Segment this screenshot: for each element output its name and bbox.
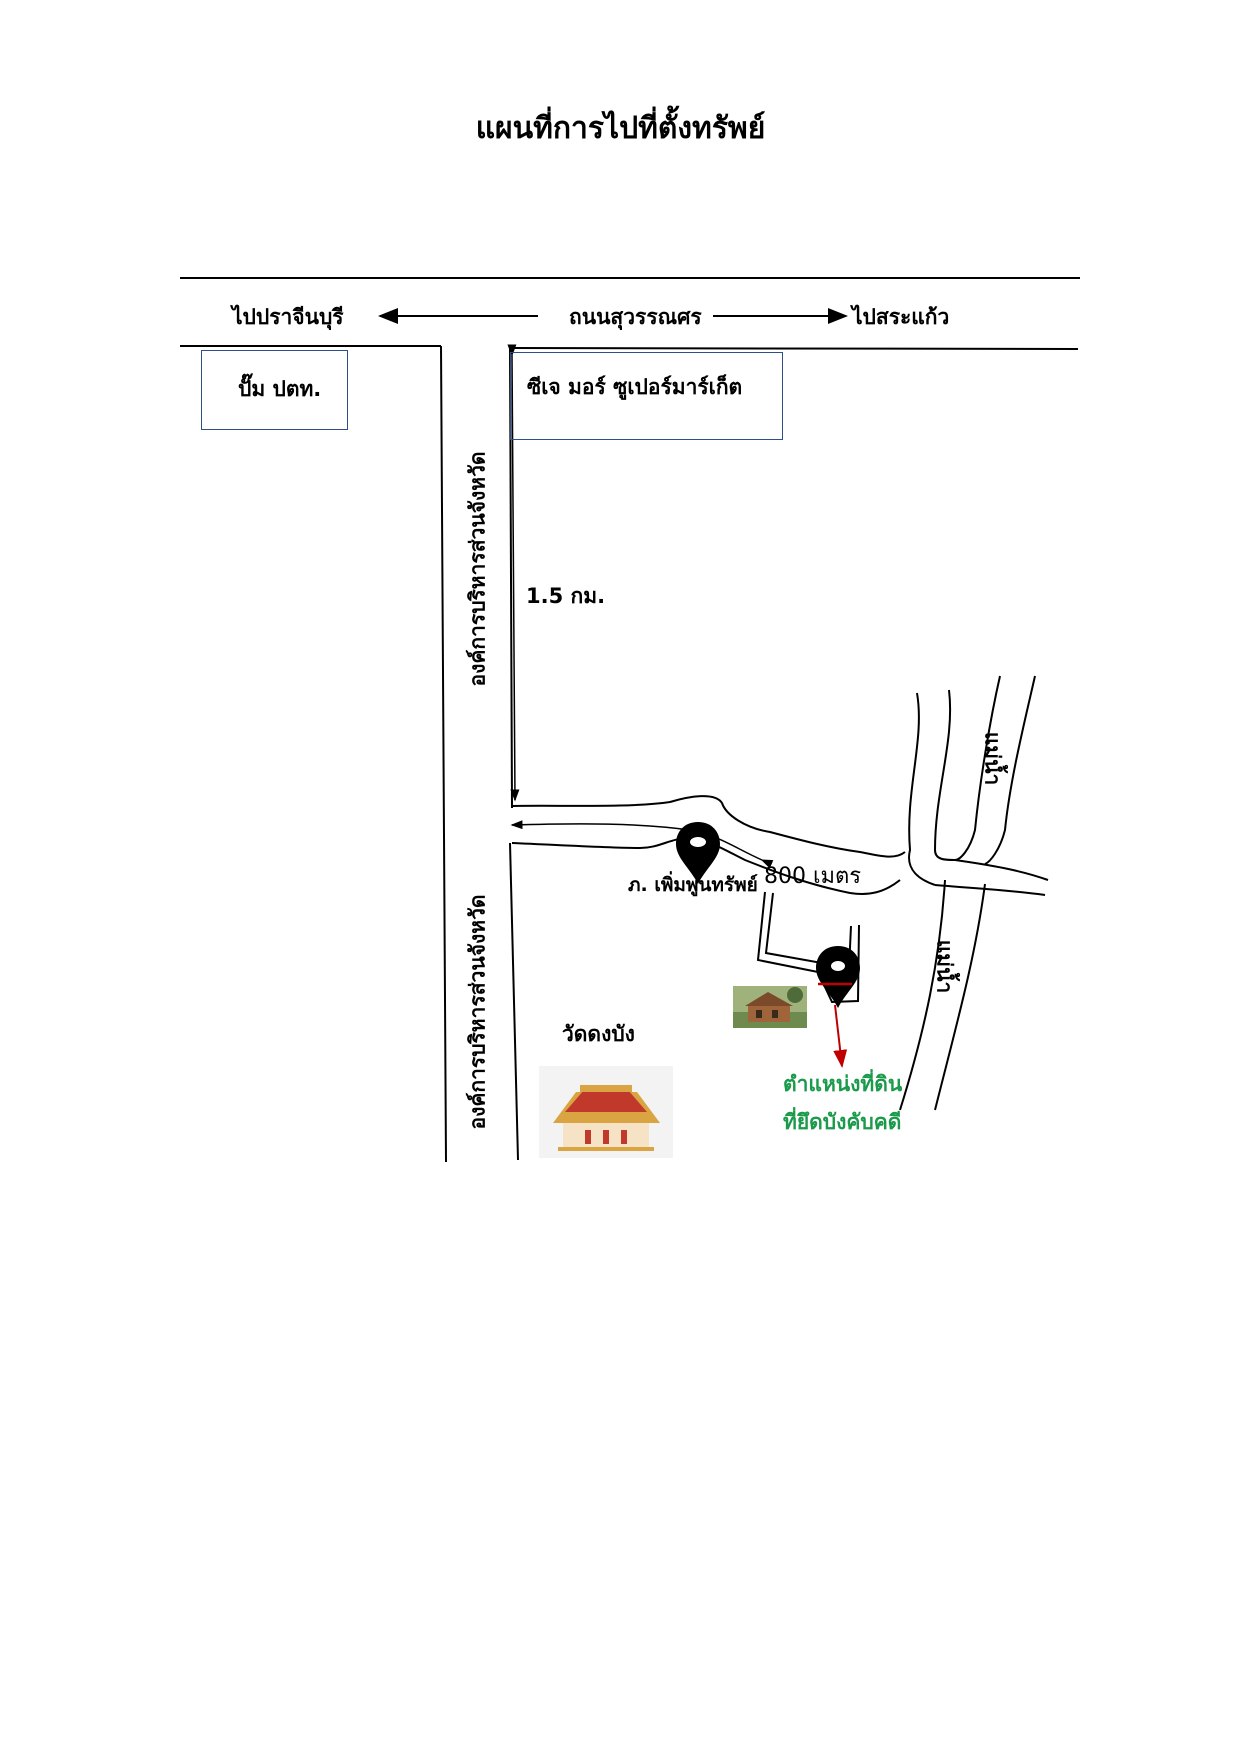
river-upper-label: แม่น้ำ (980, 731, 1005, 786)
main-road-label: ถนนสุวรรณศร (569, 305, 702, 329)
target-label-line2: ที่ยึดบังคับคดี (783, 1110, 902, 1134)
direction-east-label: ไปสระแก้ว (852, 305, 950, 329)
distance-side-road-label: 1.5 กม. (526, 584, 606, 608)
target-arrow (833, 1004, 848, 1068)
map-title: แผนที่การไปที่ตั้งทรัพย์ (475, 111, 766, 146)
supermarket-label: ซีเจ มอร์ ซูเปอร์มาร์เก็ต (527, 375, 743, 399)
location-pin-icon (676, 822, 720, 884)
house-photo-icon (733, 986, 807, 1028)
gas-station-box: ปั๊ม ปตท. (201, 350, 348, 430)
gas-station-label: ปั๊ม ปตท. (238, 377, 322, 401)
distance-arrow-lane (510, 820, 774, 869)
distance-lane-label: 800 เมตร (764, 864, 862, 889)
main-road (180, 277, 1080, 350)
river-lower-label: แม่น้ำ (932, 939, 957, 994)
shop-label: ภ. เพิ่มพูนทรัพย์ (628, 874, 758, 896)
supermarket-box: ซีเจ มอร์ ซูเปอร์มาร์เก็ต (510, 352, 783, 440)
temple-icon (539, 1066, 673, 1158)
target-label-line1: ตำแหน่งที่ดิน (783, 1072, 903, 1096)
distance-arrow-side-road (507, 344, 520, 802)
direction-west-label: ไปปราจีนบุรี (232, 305, 344, 329)
side-road-lower-label: องค์การบริหารส่วนจังหวัด (465, 894, 490, 1130)
temple-label: วัดดงบัง (562, 1022, 635, 1046)
location-pin-icon (816, 946, 860, 1008)
side-road-upper-label: องค์การบริหารส่วนจังหวัด (465, 451, 490, 687)
river (899, 675, 1049, 1111)
